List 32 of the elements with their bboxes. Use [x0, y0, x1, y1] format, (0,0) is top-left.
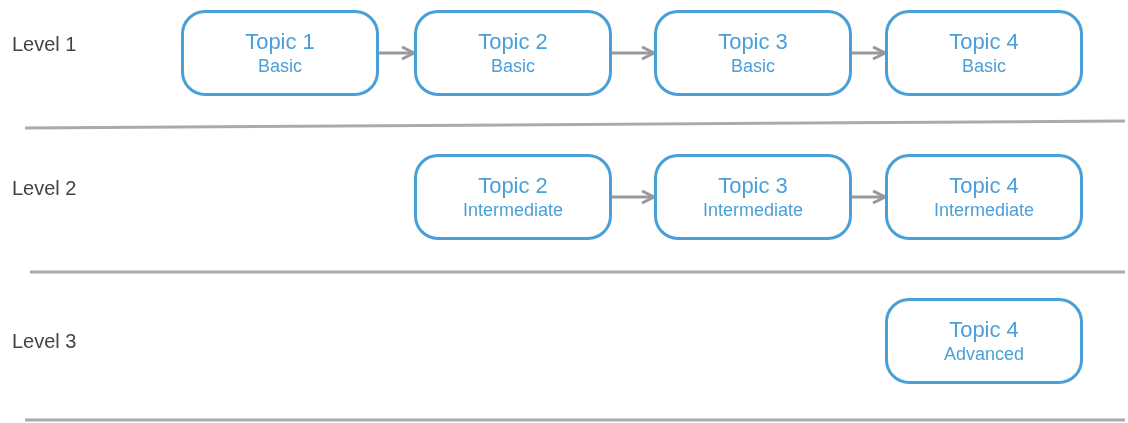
level-label: Level 3: [12, 330, 77, 353]
arrow: [379, 45, 416, 61]
topic-title: Topic 2: [478, 29, 548, 55]
arrow: [852, 45, 887, 61]
topic-level: Basic: [258, 55, 302, 77]
topic-box: [414, 10, 612, 96]
topic-title: Topic 2: [478, 173, 548, 199]
topic-title: Topic 4: [949, 173, 1019, 199]
arrow: [852, 189, 887, 205]
topic-box: [654, 154, 852, 240]
topic-title: Topic 3: [718, 173, 788, 199]
topic-box: [654, 10, 852, 96]
topic-box: [181, 10, 379, 96]
level-label: Level 2: [12, 177, 77, 200]
topic-box: [885, 154, 1083, 240]
topic-level: Intermediate: [933, 199, 1035, 221]
topic-title: Topic 4: [949, 317, 1019, 343]
topic-level: Intermediate: [462, 199, 564, 221]
topic-level: Intermediate: [702, 199, 804, 221]
topic-level: Basic: [491, 55, 535, 77]
topic-level: Advanced: [943, 343, 1025, 365]
arrow: [612, 189, 656, 205]
topic-box: [885, 10, 1083, 96]
topic-title: Topic 1: [245, 29, 315, 55]
topic-title: Topic 4: [949, 29, 1019, 55]
arrow: [612, 45, 656, 61]
topic-level: Basic: [962, 55, 1006, 77]
topic-box: [414, 154, 612, 240]
topic-box: [885, 298, 1083, 384]
level-label: Level 1: [12, 33, 77, 56]
topic-level: Basic: [731, 55, 775, 77]
topic-title: Topic 3: [718, 29, 788, 55]
